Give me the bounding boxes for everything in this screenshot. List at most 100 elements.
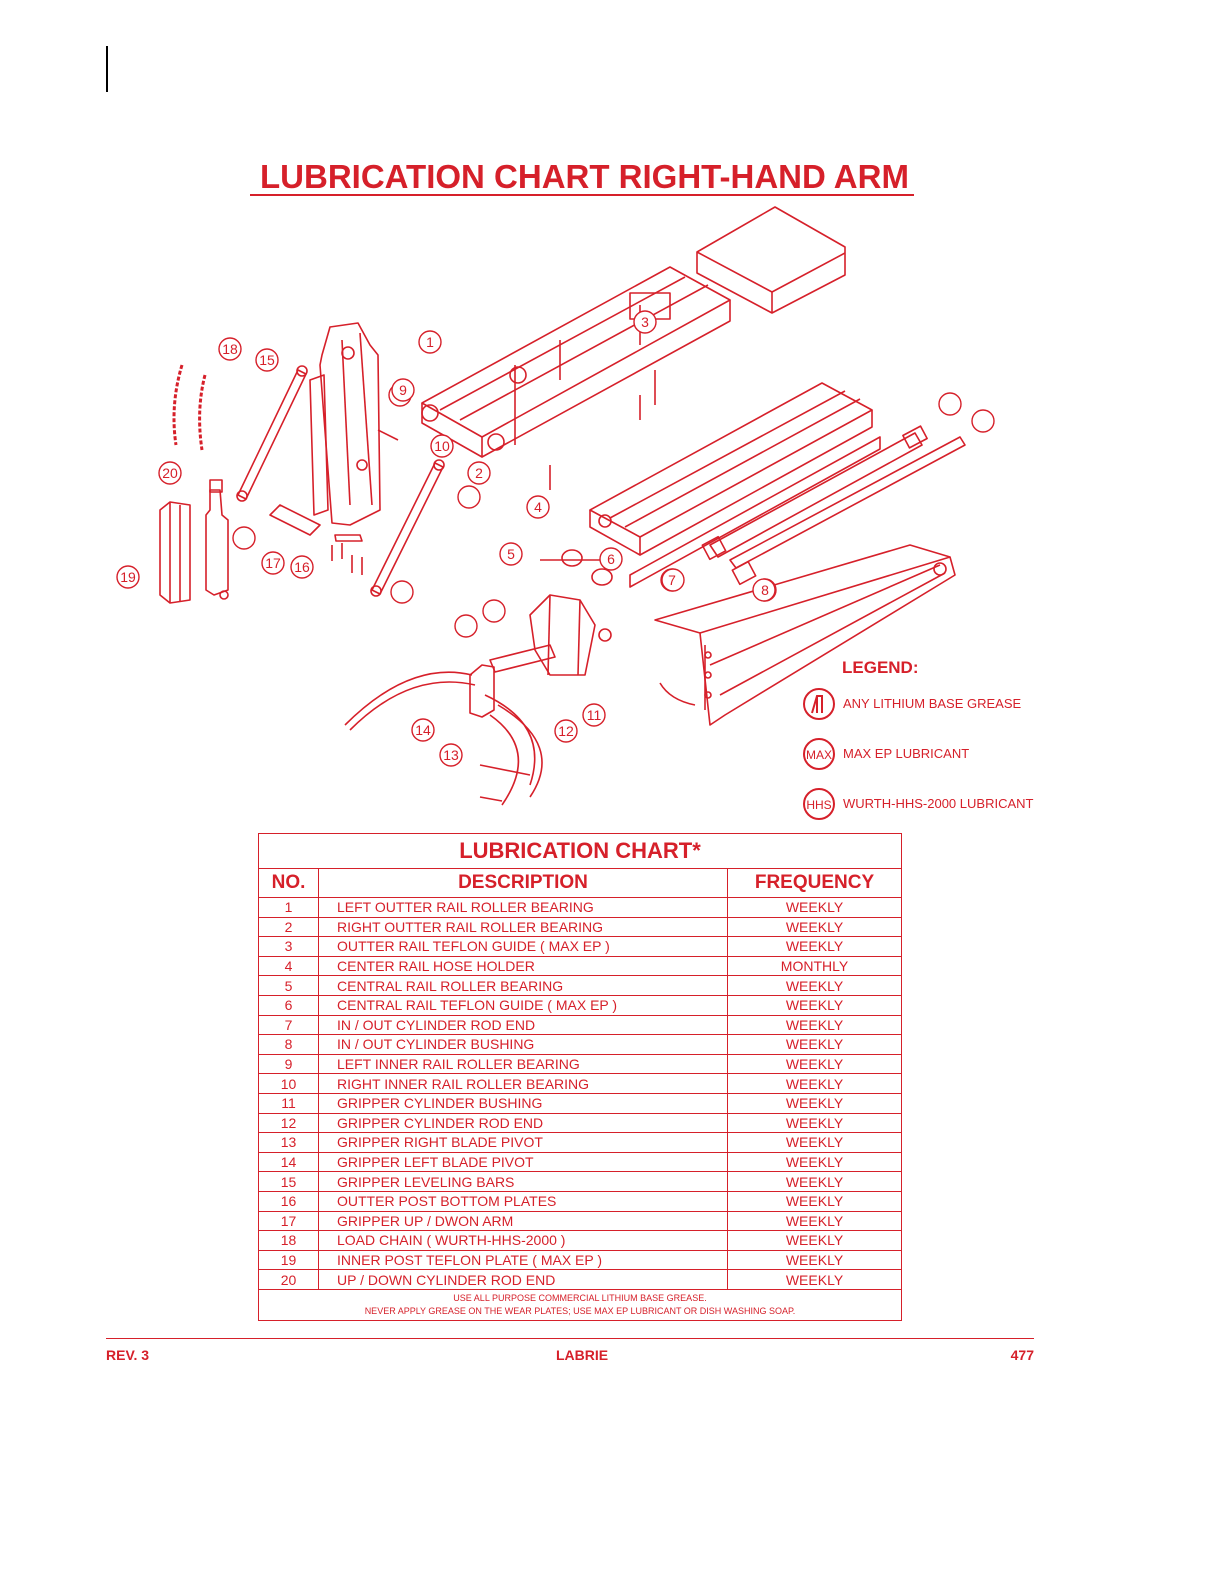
callout-19: 19 bbox=[120, 569, 136, 585]
grease-fitting-icon bbox=[803, 688, 835, 720]
central-rail-rollers-drawing bbox=[540, 549, 613, 586]
row-frequency: WEEKLY bbox=[727, 1112, 902, 1134]
note-line: USE ALL PURPOSE COMMERCIAL LITHIUM BASE … bbox=[453, 1292, 707, 1303]
row-number: 13 bbox=[258, 1132, 319, 1153]
footer-divider bbox=[106, 1338, 1034, 1339]
footer-page-number: 477 bbox=[1010, 1347, 1034, 1363]
row-number: 8 bbox=[258, 1034, 319, 1055]
row-frequency: WEEKLY bbox=[727, 1190, 902, 1212]
row-number: 3 bbox=[258, 936, 319, 957]
row-frequency: WEEKLY bbox=[727, 1269, 902, 1290]
callout-18: 18 bbox=[222, 341, 238, 357]
revision-change-bar bbox=[106, 46, 108, 92]
row-number: 11 bbox=[258, 1092, 319, 1114]
legend-item-max: MAX MAX EP LUBRICANT bbox=[800, 737, 1040, 771]
row-description: GRIPPER LEFT BLADE PIVOT bbox=[318, 1151, 728, 1173]
callout-2: 2 bbox=[475, 465, 483, 481]
callout-labels bbox=[116, 310, 995, 767]
row-frequency: WEEKLY bbox=[727, 975, 902, 996]
row-number: 6 bbox=[258, 994, 319, 1016]
row-description: CENTRAL RAIL ROLLER BEARING bbox=[318, 975, 728, 996]
row-number: 5 bbox=[258, 975, 319, 996]
row-description: OUTTER POST BOTTOM PLATES bbox=[318, 1190, 728, 1212]
svg-text:MAX: MAX bbox=[806, 748, 832, 762]
row-description: GRIPPER CYLINDER ROD END bbox=[318, 1112, 728, 1134]
row-frequency: WEEKLY bbox=[727, 1014, 902, 1036]
callout-5: 5 bbox=[507, 546, 515, 562]
row-frequency: WEEKLY bbox=[727, 994, 902, 1016]
row-number: 7 bbox=[258, 1014, 319, 1036]
row-description: UP / DOWN CYLINDER ROD END bbox=[318, 1269, 728, 1290]
callout-6: 6 bbox=[607, 551, 615, 567]
callout-4: 4 bbox=[534, 499, 542, 515]
arm-exploded-diagram: 1 2 3 4 5 6 7 8 9 10 11 12 13 14 15 16 1… bbox=[116, 206, 995, 806]
row-number: 16 bbox=[258, 1190, 319, 1212]
callout-7: 7 bbox=[668, 572, 676, 588]
legend-item-grease: ANY LITHIUM BASE GREASE bbox=[800, 687, 1040, 721]
row-number: 17 bbox=[258, 1210, 319, 1232]
row-number: 19 bbox=[258, 1249, 319, 1271]
load-chains-drawing bbox=[172, 364, 207, 451]
column-header-no: NO. bbox=[258, 868, 319, 898]
callout-3: 3 bbox=[641, 314, 649, 330]
callout-9: 9 bbox=[399, 382, 407, 398]
gripper-assembly-drawing bbox=[344, 594, 612, 806]
row-frequency: WEEKLY bbox=[727, 1053, 902, 1075]
outer-rail-drawing bbox=[421, 266, 731, 490]
callout-8: 8 bbox=[761, 582, 769, 598]
callout-20: 20 bbox=[162, 465, 178, 481]
row-description: IN / OUT CYLINDER ROD END bbox=[318, 1014, 728, 1036]
row-number: 15 bbox=[258, 1171, 319, 1192]
row-description: IN / OUT CYLINDER BUSHING bbox=[318, 1034, 728, 1055]
row-description: CENTRAL RAIL TEFLON GUIDE ( MAX EP ) bbox=[318, 994, 728, 1016]
legend-label: ANY LITHIUM BASE GREASE bbox=[843, 696, 1022, 711]
row-number: 9 bbox=[258, 1053, 319, 1075]
row-number: 4 bbox=[258, 955, 319, 977]
hhs-lubricant-icon: HHS bbox=[803, 788, 835, 820]
row-description: CENTER RAIL HOSE HOLDER bbox=[318, 955, 728, 977]
svg-text:HHS: HHS bbox=[806, 798, 831, 812]
row-number: 20 bbox=[258, 1269, 319, 1290]
row-frequency: WEEKLY bbox=[727, 1092, 902, 1114]
row-frequency: WEEKLY bbox=[727, 1034, 902, 1055]
row-description: LEFT OUTTER RAIL ROLLER BEARING bbox=[318, 897, 728, 918]
max-ep-icon: MAX bbox=[803, 738, 835, 770]
row-description: GRIPPER UP / DWON ARM bbox=[318, 1210, 728, 1232]
legend-title: LEGEND: bbox=[842, 658, 919, 677]
row-frequency: WEEKLY bbox=[727, 1073, 902, 1094]
row-description: GRIPPER RIGHT BLADE PIVOT bbox=[318, 1132, 728, 1153]
row-description: LEFT INNER RAIL ROLLER BEARING bbox=[318, 1053, 728, 1075]
inner-post-drawing bbox=[159, 479, 229, 604]
legend: LEGEND: ANY LITHIUM BASE GREASE MAX MAX … bbox=[800, 655, 1040, 825]
row-frequency: WEEKLY bbox=[727, 1132, 902, 1153]
inner-rail-drawing bbox=[654, 544, 956, 726]
callout-11: 11 bbox=[587, 707, 602, 723]
outer-post-drawing bbox=[309, 322, 399, 526]
row-description: GRIPPER CYLINDER BUSHING bbox=[318, 1092, 728, 1114]
row-description: LOAD CHAIN ( WURTH-HHS-2000 ) bbox=[318, 1230, 728, 1251]
bolts-drawing bbox=[331, 534, 363, 575]
row-frequency: WEEKLY bbox=[727, 1171, 902, 1192]
row-frequency: WEEKLY bbox=[727, 936, 902, 957]
row-number: 18 bbox=[258, 1230, 319, 1251]
central-rail-drawing bbox=[589, 382, 881, 588]
row-number: 10 bbox=[258, 1073, 319, 1094]
lubrication-chart-table: LUBRICATION CHART* NO. DESCRIPTION FREQU… bbox=[258, 833, 902, 1321]
callout-14: 14 bbox=[415, 722, 431, 738]
note-line: NEVER APPLY GREASE ON THE WEAR PLATES; U… bbox=[364, 1305, 796, 1316]
